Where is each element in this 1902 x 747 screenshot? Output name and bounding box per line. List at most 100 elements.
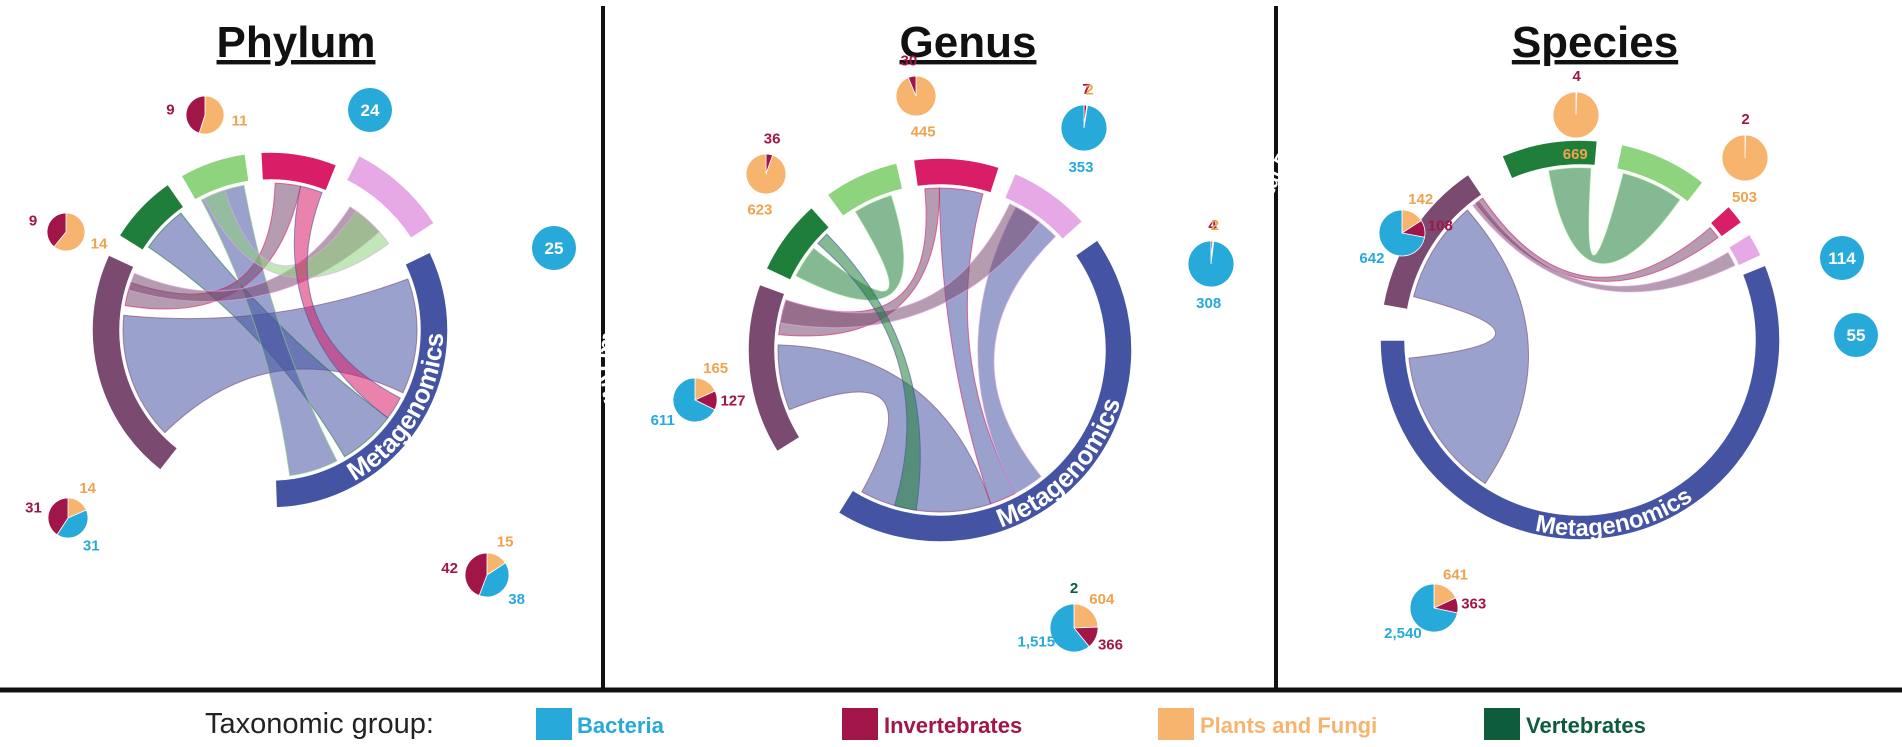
segment-total-rna [747, 283, 802, 453]
pie-count-bacteria: 114 [1828, 249, 1856, 268]
chord-s16_esv-metagenomics [293, 185, 401, 419]
segment-s16-otu [1727, 232, 1763, 268]
pie-slice-invertebrates [47, 497, 69, 536]
pie-slice-bacteria [1378, 209, 1426, 257]
pie-slice-bacteria [478, 562, 510, 598]
pie-count-invertebrates: 30 [901, 53, 918, 70]
pie-count-invertebrates: 2 [1741, 111, 1749, 128]
pie-its2-esv: 445 30 [895, 53, 937, 140]
pie-slice-plants_fungi [1073, 603, 1099, 629]
pie-slice-bacteria [1049, 603, 1090, 653]
pie-count-bacteria: 308 [1196, 295, 1221, 312]
segment-s16-otu [345, 154, 436, 240]
chord-total_rna-s16_otu [1471, 199, 1736, 293]
pie-its2-otu: 14 9 [29, 212, 108, 252]
pie-count-plants-fungi: 11 [232, 112, 248, 129]
segment-its2-esv [826, 162, 904, 218]
pie-count-invertebrates: 42 [441, 560, 458, 577]
pie-its2-otu: 4 669 [1552, 68, 1600, 163]
segment-total-rna [1382, 173, 1484, 311]
pie-total-rna: 14 31 31 [25, 480, 99, 555]
pie-circle [1834, 313, 1878, 357]
pie-slice-bacteria [56, 509, 89, 539]
segment-s16-otu [1003, 172, 1084, 241]
pie-slice-plants_fungi [1721, 134, 1769, 182]
legend-item-plants-fungi: Plants and Fungi [1200, 713, 1377, 738]
pie-count-bacteria: 31 [83, 537, 100, 554]
pie-s16-otu: 55 [1834, 313, 1878, 357]
pie-slice-plants_fungi [745, 153, 787, 195]
panel-title-phylum: Phylum [217, 18, 376, 67]
pie-count-bacteria: 38 [508, 591, 525, 608]
segment-metagenomics [274, 250, 449, 509]
pie-count-plants-fungi: 623 [747, 201, 772, 218]
chord-metagenomics-its2_esv [200, 184, 338, 477]
pie-count-invertebrates: 9 [29, 212, 37, 229]
segment-s16-esv [912, 157, 1001, 195]
panel-title-genus: Genus [900, 18, 1037, 67]
pie-slice-bacteria [1060, 104, 1108, 152]
pie-count-bacteria: 2,540 [1384, 625, 1422, 642]
pie-count-bacteria: 24 [361, 101, 380, 120]
pie-slice-invertebrates [185, 95, 206, 134]
pie-count-invertebrates: 108 [1428, 218, 1453, 235]
segment-its2-otu [1500, 139, 1599, 180]
pie-count-bacteria: 1,515 [1018, 633, 1056, 650]
pie-count-plants-fungi: 503 [1732, 189, 1757, 206]
pie-count-plants-fungi: 604 [1089, 591, 1115, 608]
pie-count-plants-fungi: 14 [91, 236, 108, 253]
segment-metagenomics [1379, 264, 1781, 541]
pie-circle [532, 226, 576, 270]
legend-swatch-vertebrates [1484, 708, 1520, 740]
pie-slice-invertebrates [464, 552, 488, 597]
pie-count-bacteria: 25 [545, 239, 564, 258]
segment-s16-esv [259, 151, 338, 192]
pie-count-bacteria: 55 [1847, 326, 1866, 345]
pie-count-plants-fungi: 669 [1563, 146, 1588, 163]
pie-count-plants-fungi: 15 [497, 534, 514, 551]
pie-slice-invertebrates [46, 212, 67, 248]
segment-total-rna [91, 253, 179, 472]
pie-slice-plants_fungi [1552, 91, 1600, 139]
pie-count-vertebrates: 2 [1070, 580, 1078, 597]
pie-count-invertebrates: 7 [1082, 81, 1090, 98]
pie-count-plants-fungi: 641 [1443, 566, 1468, 583]
pie-count-invertebrates: 127 [720, 393, 745, 410]
pie-count-plants-fungi: 14 [79, 480, 96, 497]
chord-its2_esv-s16_otu [203, 189, 390, 279]
pie-its2-esv: 11 9 [166, 95, 248, 135]
pie-count-invertebrates: 31 [25, 500, 42, 517]
pie-circle [1820, 236, 1864, 280]
pie-s16-esv: 114 [1820, 236, 1864, 280]
legend-swatch-invertebrates [842, 708, 878, 740]
chord-metagenomics-total_rna [1408, 209, 1530, 485]
pie-metagenomics: 15 38 42 [441, 534, 525, 608]
legend-item-bacteria: Bacteria [577, 713, 665, 738]
segment-its2-otu [118, 183, 186, 252]
pie-s16-esv: 72 353 [1060, 81, 1108, 176]
pie-count-bacteria: 353 [1068, 159, 1093, 176]
pie-count-invertebrates: 9 [166, 102, 174, 119]
panel-title-species: Species [1512, 18, 1678, 67]
legend-swatch-bacteria [536, 708, 572, 740]
pie-s16-otu: 25 [532, 226, 576, 270]
chord-its2_otu-its2_esv [1548, 167, 1681, 264]
pie-count-invertebrates: 4 [1208, 217, 1217, 234]
segment-metagenomics [837, 238, 1133, 543]
pie-circle [348, 88, 392, 132]
pie-count-invertebrates: 4 [1573, 68, 1582, 85]
pie-count-plants-fungi: 2 [1085, 81, 1093, 98]
chord-its2_otu-metagenomics [817, 233, 921, 511]
pie-slice-invertebrates [907, 75, 917, 97]
pie-count-plants-fungi: 445 [911, 123, 936, 140]
segment-its2-esv [179, 152, 250, 202]
segment-its2-esv [1615, 143, 1705, 204]
legend: Taxonomic group: Bacteria Invertebrates … [205, 708, 1646, 740]
